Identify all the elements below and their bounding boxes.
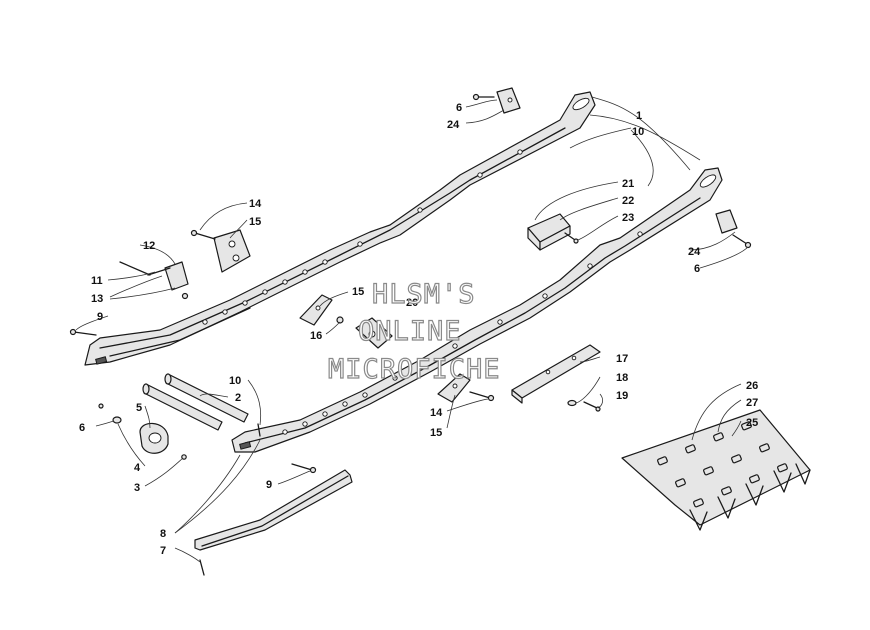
callout-5: 5 — [136, 402, 142, 414]
lower-slide-rail — [231, 167, 723, 453]
rail-holes-upper — [202, 149, 523, 325]
callout-25: 25 — [746, 417, 758, 429]
callout-20: 20 — [406, 297, 418, 309]
callout-24-right: 24 — [688, 246, 701, 258]
cross-shafts — [142, 373, 249, 431]
callout-19: 19 — [616, 390, 628, 402]
lower-shock-bracket — [437, 373, 495, 403]
callout-6: 6 — [456, 102, 462, 114]
upper-slide-rail — [84, 91, 596, 366]
callout-labels: 1 10 6 24 21 22 23 24 6 14 15 12 11 13 9… — [79, 102, 758, 557]
rail-holes-lower — [282, 231, 643, 435]
callout-22: 22 — [622, 195, 634, 207]
callout-14: 14 — [249, 198, 262, 210]
callout-7: 7 — [160, 545, 166, 557]
callout-9: 9 — [97, 311, 103, 323]
callout-15-lower: 15 — [430, 427, 442, 439]
watermark-line-3: MICROFICHE — [328, 354, 501, 385]
callout-6-left: 6 — [79, 422, 85, 434]
track-clips — [657, 421, 788, 508]
track-section — [621, 409, 811, 531]
callout-27: 27 — [746, 397, 758, 409]
callout-3: 3 — [134, 482, 140, 494]
stopper-block — [527, 213, 579, 251]
callout-13: 13 — [91, 293, 103, 305]
front-idler — [98, 403, 187, 460]
shock-bracket-upper — [190, 229, 251, 273]
callout-10-lower: 10 — [229, 375, 241, 387]
watermark-line-1: HLSM'S — [372, 279, 476, 310]
slide-block — [511, 344, 601, 412]
callout-9-lower: 9 — [266, 479, 272, 491]
callout-1: 1 — [636, 110, 642, 122]
callout-2: 2 — [235, 392, 241, 404]
callout-16: 16 — [310, 330, 322, 342]
rear-stop-block-upper — [472, 87, 521, 114]
callout-6-right: 6 — [694, 263, 700, 275]
callout-4: 4 — [134, 462, 141, 474]
leader-lines — [75, 96, 749, 563]
callout-24: 24 — [447, 119, 460, 131]
callout-10: 10 — [632, 126, 644, 138]
callout-26: 26 — [746, 380, 758, 392]
callout-14-lower: 14 — [430, 407, 443, 419]
callout-12: 12 — [143, 240, 155, 252]
watermark: HLSM'S ONLINE MICROFICHE — [327, 278, 501, 385]
track-teeth — [689, 463, 811, 531]
callout-23: 23 — [622, 212, 634, 224]
front-bracket — [119, 261, 189, 300]
callout-15-mid: 15 — [352, 286, 364, 298]
wear-strip — [194, 469, 353, 576]
callout-8: 8 — [160, 528, 166, 540]
bolts — [69, 328, 317, 474]
callout-21: 21 — [622, 178, 634, 190]
callout-15: 15 — [249, 216, 261, 228]
watermark-line-2: ONLINE — [358, 316, 462, 347]
callout-18: 18 — [616, 372, 628, 384]
rear-stop-block-lower — [715, 209, 752, 249]
callout-11: 11 — [91, 275, 103, 287]
callout-17: 17 — [616, 353, 628, 365]
